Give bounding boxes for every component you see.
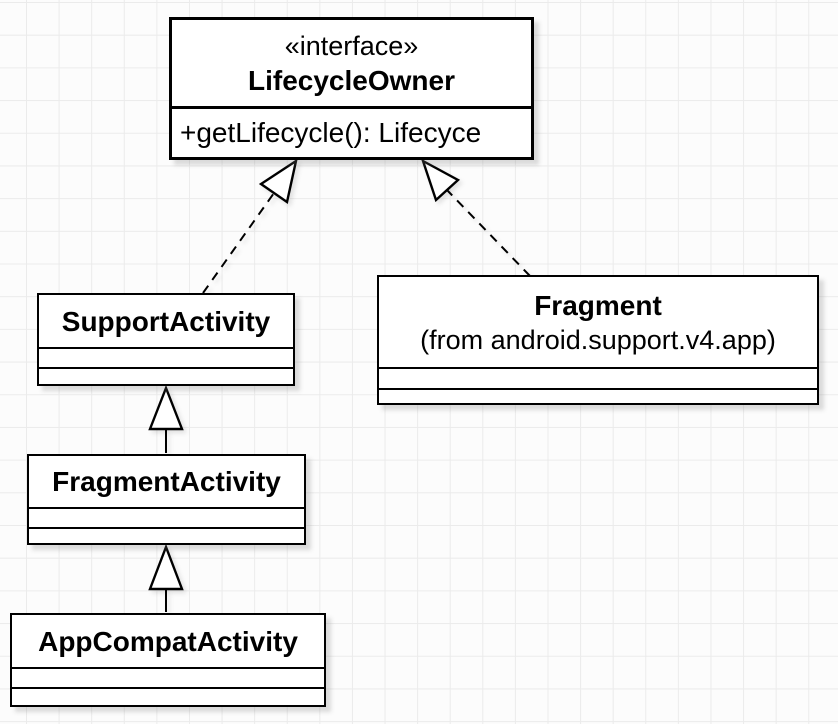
- lifecycleowner-method-getlifecycle: +getLifecycle(): Lifecyce: [180, 117, 482, 148]
- class-node-appcompatactivity[interactable]: AppCompatActivity: [10, 613, 326, 707]
- fragment-attributes-compartment: [379, 369, 817, 390]
- class-node-fragment[interactable]: Fragment (from android.support.v4.app): [377, 275, 819, 405]
- supportactivity-name: SupportActivity: [61, 305, 271, 337]
- class-node-fragmentactivity[interactable]: FragmentActivity: [27, 454, 306, 545]
- lifecycleowner-methods-compartment: +getLifecycle(): Lifecyce: [172, 109, 531, 157]
- realization-fragment-to-lifecycleowner[interactable]: [420, 158, 531, 277]
- supportactivity-title-compartment: SupportActivity: [39, 295, 293, 349]
- realization-supportactivity-to-lifecycleowner[interactable]: [202, 158, 298, 294]
- fragment-package-note: (from android.support.v4.app): [420, 324, 776, 355]
- lifecycleowner-title-compartment: «interface» LifecycleOwner: [172, 20, 531, 109]
- fragmentactivity-title-compartment: FragmentActivity: [29, 456, 304, 509]
- supportactivity-methods-compartment: [39, 369, 293, 384]
- fragment-title-compartment: Fragment (from android.support.v4.app): [379, 277, 817, 369]
- appcompatactivity-name: AppCompatActivity: [38, 625, 298, 657]
- appcompatactivity-title-compartment: AppCompatActivity: [12, 615, 324, 669]
- appcompatactivity-attributes-compartment: [12, 669, 324, 689]
- supportactivity-attributes-compartment: [39, 349, 293, 369]
- class-node-lifecycleowner[interactable]: «interface» LifecycleOwner +getLifecycle…: [169, 17, 534, 160]
- generalization-fragmentactivity-to-supportactivity[interactable]: [148, 384, 184, 453]
- fragment-name: Fragment: [534, 289, 662, 321]
- lifecycleowner-name: LifecycleOwner: [248, 64, 455, 96]
- fragmentactivity-methods-compartment: [29, 529, 304, 543]
- fragment-methods-compartment: [379, 390, 817, 403]
- generalization-appcompatactivity-to-fragmentactivity[interactable]: [148, 543, 184, 612]
- class-node-supportactivity[interactable]: SupportActivity: [37, 293, 295, 386]
- fragmentactivity-name: FragmentActivity: [52, 466, 281, 497]
- fragmentactivity-attributes-compartment: [29, 509, 304, 529]
- appcompatactivity-methods-compartment: [12, 689, 324, 705]
- lifecycleowner-stereotype: «interface»: [284, 30, 419, 61]
